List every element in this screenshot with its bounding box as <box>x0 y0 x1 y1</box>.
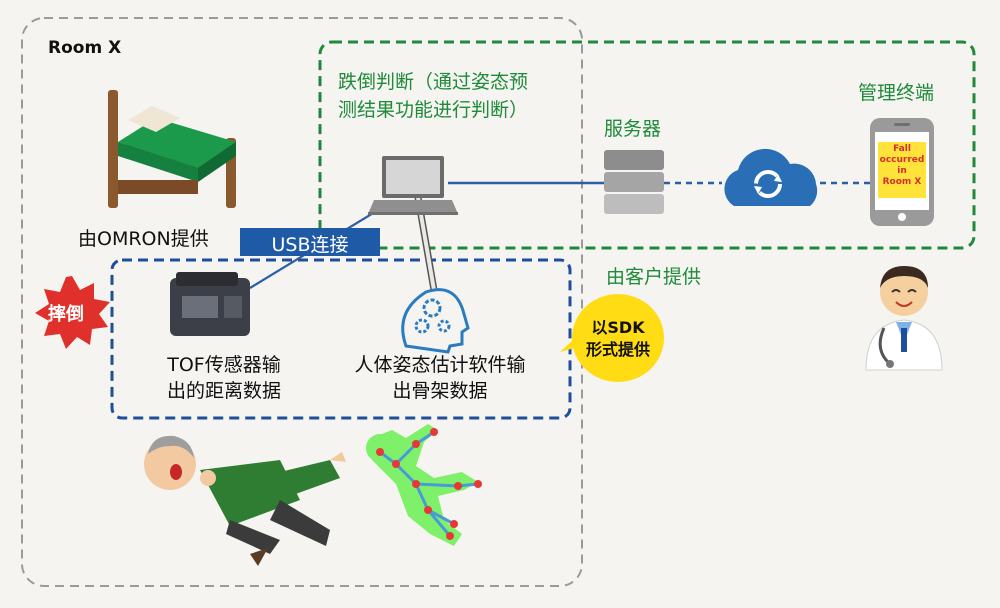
sdk-speech-bubble <box>560 294 664 382</box>
omron-system-boundary <box>318 40 976 250</box>
tof-sensor-icon <box>170 272 250 336</box>
laptop-icon <box>368 156 458 215</box>
fall-judgment-line2: 测结果功能进行判断） <box>338 99 529 121</box>
room-label: Room X <box>48 38 122 58</box>
smartphone-icon <box>870 118 934 226</box>
terminal-label: 管理终端 <box>858 82 935 104</box>
phone-alert-line3: in <box>897 166 907 176</box>
phone-alert-text: Fall occurred in Room X <box>878 144 926 188</box>
usb-connection-badge: USB连接 <box>240 228 380 256</box>
tof-data-caption: TOF传感器输 出的距离数据 <box>146 352 302 404</box>
skeleton-pose-illustration <box>366 424 482 546</box>
cloud-icon <box>724 148 818 206</box>
ai-head-gears-icon <box>401 288 470 354</box>
server-label: 服务器 <box>604 118 662 140</box>
pose-caption-line1: 人体姿态估计软件输 <box>354 354 526 376</box>
sdk-bubble-text: 以SDK 形式提供 <box>576 317 660 361</box>
server-icon <box>604 150 664 214</box>
fall-judgment-line1: 跌倒判断（通过姿态预 <box>338 71 529 93</box>
doctor-icon <box>865 266 943 371</box>
customer-provided-label: 由客户提供 <box>606 266 702 288</box>
bed-icon <box>108 90 236 208</box>
pose-data-caption: 人体姿态估计软件输 出骨架数据 <box>320 352 560 404</box>
room-x-boundary <box>21 17 583 587</box>
fall-badge-label: 摔倒 <box>48 304 84 325</box>
phone-alert-line4: Room X <box>882 177 922 187</box>
phone-alert-line2: occurred <box>879 155 925 165</box>
sdk-line1: 以SDK <box>591 318 645 337</box>
usb-connection-label: USB连接 <box>271 234 349 256</box>
omron-provided-label: 由OMRON提供 <box>78 228 209 250</box>
sdk-line2: 形式提供 <box>585 340 650 359</box>
fall-judgment-caption: 跌倒判断（通过姿态预 测结果功能进行判断） <box>338 68 528 124</box>
data-source-boundary <box>110 258 572 420</box>
fall-badge-shape <box>35 276 110 349</box>
fallen-person-illustration <box>144 435 346 566</box>
pose-caption-line2: 出骨架数据 <box>392 380 488 402</box>
tof-caption-line2: 出的距离数据 <box>166 380 281 402</box>
phone-alert-line1: Fall <box>893 144 911 154</box>
tof-caption-line1: TOF传感器输 <box>167 354 281 376</box>
